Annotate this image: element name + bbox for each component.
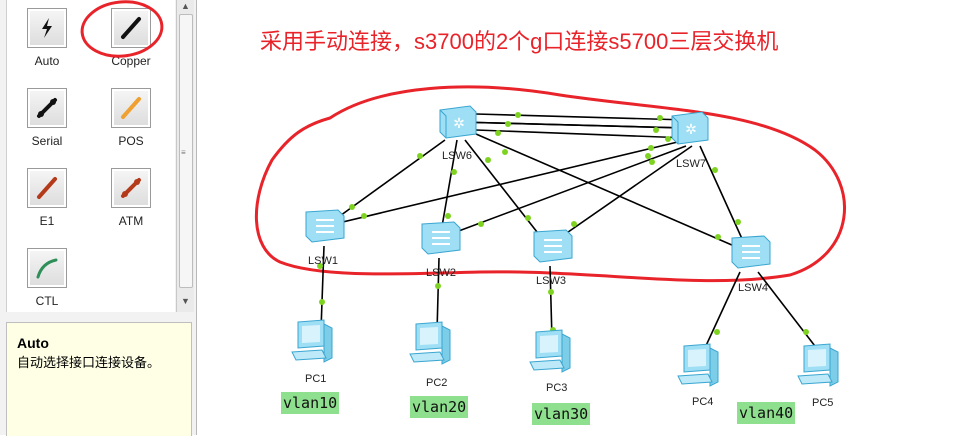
palette-scrollbar[interactable]: ▲ ≡ ▼ — [176, 0, 194, 312]
lsw1-label: LSW1 — [308, 255, 338, 267]
description-text: 自动选择接口连接设备。 — [17, 355, 161, 370]
serial-cable-icon — [27, 88, 67, 128]
auto-link-tool[interactable]: Auto — [7, 8, 87, 68]
switch-lsw3[interactable] — [530, 226, 576, 271]
vlan30-label: vlan30 — [532, 403, 591, 425]
lsw2-label: LSW2 — [426, 267, 456, 279]
pc-pc4[interactable] — [676, 342, 722, 395]
copper-link-tool[interactable]: Copper — [91, 8, 171, 68]
atm-label: ATM — [118, 214, 144, 228]
vlan20-label: vlan20 — [410, 396, 469, 418]
svg-text:✲: ✲ — [453, 115, 465, 131]
switch-lsw7[interactable]: ✲ — [668, 108, 712, 153]
ctl-label: CTL — [35, 294, 59, 308]
svg-text:✲: ✲ — [685, 121, 697, 137]
copper-cable-icon — [111, 8, 151, 48]
pc-icon — [291, 319, 333, 363]
atm-cable-icon — [111, 168, 151, 208]
description-title: Auto — [17, 335, 49, 351]
serial-label: Serial — [31, 134, 63, 148]
pc-pc3[interactable] — [528, 328, 574, 381]
scroll-grip-icon: ≡ — [181, 148, 186, 157]
access-switch-icon — [305, 209, 345, 243]
atm-link-tool[interactable]: ATM — [91, 168, 171, 228]
pc-pc1[interactable] — [290, 318, 336, 371]
access-switch-icon — [533, 229, 573, 263]
pc-icon — [409, 321, 451, 365]
tool-description-panel: Auto 自动选择接口连接设备。 — [6, 322, 192, 436]
switch-lsw1[interactable] — [302, 206, 348, 251]
vlan10-label: vlan10 — [281, 392, 340, 414]
switch-lsw2[interactable] — [418, 218, 464, 263]
switch-lsw6[interactable]: ✲ — [436, 102, 480, 147]
pc5-label: PC5 — [812, 397, 834, 409]
lsw3-label: LSW3 — [536, 275, 566, 287]
e1-label: E1 — [39, 214, 55, 228]
pc1-label: PC1 — [305, 373, 327, 385]
scroll-down-icon[interactable]: ▼ — [181, 296, 190, 306]
pc4-label: PC4 — [692, 396, 714, 408]
pos-link-tool[interactable]: POS — [91, 88, 171, 148]
cable-lines — [320, 113, 819, 351]
pos-cable-icon — [111, 88, 151, 128]
pc-icon — [529, 329, 571, 373]
vlan40-label: vlan40 — [737, 402, 796, 424]
auto-label: Auto — [34, 54, 60, 68]
e1-link-tool[interactable]: E1 — [7, 168, 87, 228]
ctl-link-tool[interactable]: CTL — [7, 248, 87, 308]
access-switch-icon — [421, 221, 461, 255]
core-switch-icon: ✲ — [671, 111, 709, 145]
switch-lsw4[interactable] — [728, 232, 774, 277]
copper-highlight-circle — [80, 0, 164, 58]
serial-link-tool[interactable]: Serial — [7, 88, 87, 148]
annotation-text: 采用手动连接，s3700的2个g口连接s5700三层交换机 — [260, 29, 779, 54]
lightning-icon — [27, 8, 67, 48]
scroll-up-icon[interactable]: ▲ — [181, 1, 190, 11]
pc-icon — [797, 343, 839, 387]
pc3-label: PC3 — [546, 382, 568, 394]
lsw7-label: LSW7 — [676, 158, 706, 170]
pc2-label: PC2 — [426, 377, 448, 389]
lsw6-label: LSW6 — [442, 150, 472, 162]
pc-pc2[interactable] — [408, 320, 454, 373]
lsw4-label: LSW4 — [738, 282, 768, 294]
ctl-cable-icon — [27, 248, 67, 288]
link-type-grid: Auto Copper Serial POS E1 — [6, 0, 175, 312]
pc-pc5[interactable] — [796, 342, 842, 395]
e1-cable-icon — [27, 168, 67, 208]
access-switch-icon — [731, 235, 771, 269]
pc-icon — [677, 343, 719, 387]
core-switch-icon: ✲ — [439, 105, 477, 139]
link-palette: Auto Copper Serial POS E1 — [0, 0, 197, 436]
pos-label: POS — [118, 134, 144, 148]
scrollbar-thumb[interactable] — [179, 14, 193, 288]
